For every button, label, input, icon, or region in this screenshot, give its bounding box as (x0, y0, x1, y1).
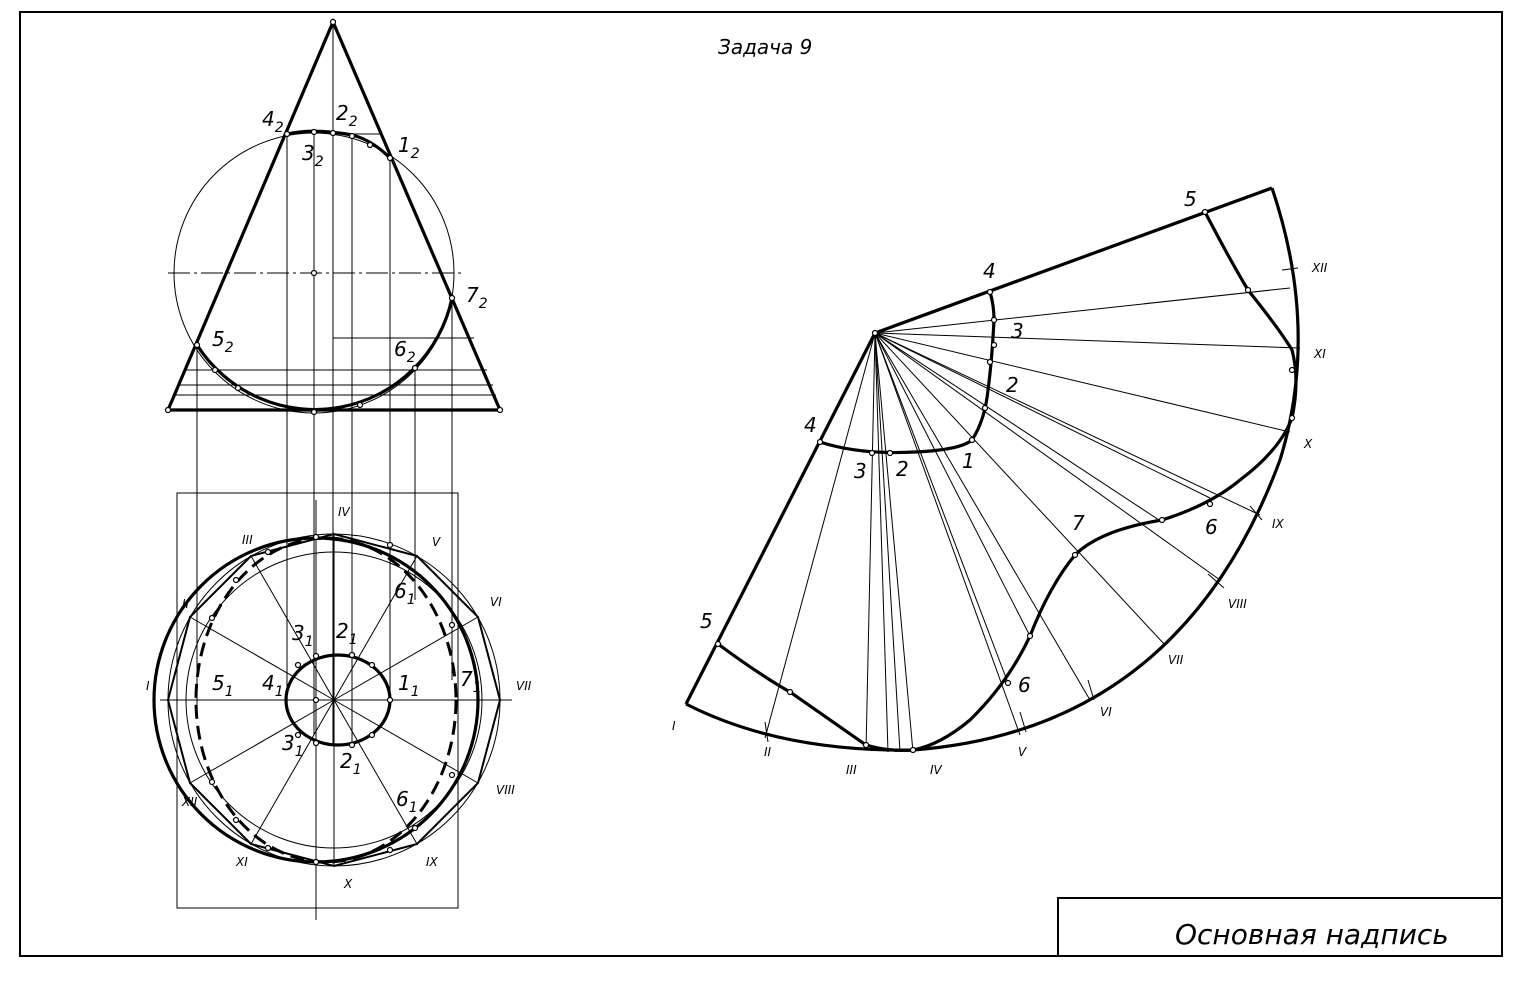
svg-text:1: 1 (962, 449, 975, 473)
svg-text:VIII: VIII (1228, 597, 1247, 611)
svg-text:41: 41 (262, 671, 284, 700)
svg-text:6: 6 (1018, 673, 1031, 697)
cone-outline (166, 17, 503, 412)
svg-text:61: 61 (396, 787, 418, 816)
svg-text:61: 61 (394, 579, 416, 608)
task-title: Задача 9 (718, 35, 812, 59)
sector-edge-left (684, 332, 877, 705)
svg-text:12: 12 (398, 133, 420, 162)
svg-text:2: 2 (896, 457, 909, 481)
svg-text:5: 5 (700, 609, 713, 633)
svg-text:IV: IV (930, 763, 943, 777)
svg-text:VIII: VIII (496, 783, 515, 797)
svg-text:VII: VII (516, 679, 532, 693)
sheet-frame (19, 11, 1503, 957)
svg-text:7: 7 (1072, 511, 1085, 535)
title-block-label: Основная надпись (1175, 918, 1449, 951)
svg-text:III: III (846, 763, 857, 777)
svg-text:V: V (1018, 745, 1027, 759)
svg-text:52: 52 (212, 327, 234, 356)
svg-text:22: 22 (336, 101, 358, 130)
dev-curve-lower (717, 211, 1298, 753)
svg-text:X: X (343, 877, 353, 891)
svg-text:VI: VI (490, 595, 502, 609)
title-block-frame (1057, 897, 1503, 957)
development-view: 5 4 3 2 4 3 2 1 7 6 6 5 XII XI X IX VIII… (672, 186, 1328, 777)
intersection-front-lower (195, 297, 454, 412)
svg-text:II: II (764, 745, 772, 759)
sector-arc (685, 187, 1300, 752)
svg-text:5: 5 (1184, 187, 1197, 211)
base-dodecagon (166, 532, 502, 868)
top-view: 51 41 31 21 61 11 71 31 21 61 I II III I… (146, 492, 532, 920)
svg-text:31: 31 (282, 731, 304, 760)
svg-text:4: 4 (804, 413, 817, 437)
svg-text:XI: XI (235, 855, 248, 869)
svg-text:31: 31 (292, 621, 314, 650)
svg-text:I: I (146, 679, 150, 693)
svg-text:III: III (242, 533, 253, 547)
svg-text:XI: XI (1313, 347, 1326, 361)
svg-text:VI: VI (1100, 705, 1112, 719)
svg-text:XII: XII (1311, 261, 1328, 275)
svg-text:2: 2 (1006, 373, 1019, 397)
svg-text:VII: VII (1168, 653, 1184, 667)
svg-text:32: 32 (302, 141, 324, 170)
svg-text:IX: IX (426, 855, 439, 869)
svg-text:42: 42 (262, 107, 284, 136)
svg-text:62: 62 (394, 337, 416, 366)
svg-text:21: 21 (336, 619, 358, 648)
svg-text:21: 21 (340, 749, 362, 778)
svg-text:11: 11 (398, 671, 420, 700)
dev-curve-upper (819, 291, 996, 455)
svg-text:V: V (432, 535, 441, 549)
svg-text:II: II (182, 597, 190, 611)
svg-text:I: I (672, 719, 676, 733)
svg-text:IX: IX (1272, 517, 1285, 531)
svg-text:3: 3 (1011, 319, 1024, 343)
svg-text:4: 4 (983, 259, 996, 283)
svg-text:51: 51 (212, 671, 234, 700)
svg-text:IV: IV (338, 505, 351, 519)
front-view: 42 22 32 12 72 52 62 (164, 17, 504, 745)
svg-text:72: 72 (466, 283, 488, 312)
svg-text:71: 71 (460, 667, 482, 696)
hidden-curve-plan (194, 536, 458, 864)
svg-text:3: 3 (854, 459, 867, 483)
svg-text:X: X (1303, 437, 1313, 451)
svg-text:XII: XII (181, 795, 198, 809)
svg-text:6: 6 (1205, 515, 1218, 539)
